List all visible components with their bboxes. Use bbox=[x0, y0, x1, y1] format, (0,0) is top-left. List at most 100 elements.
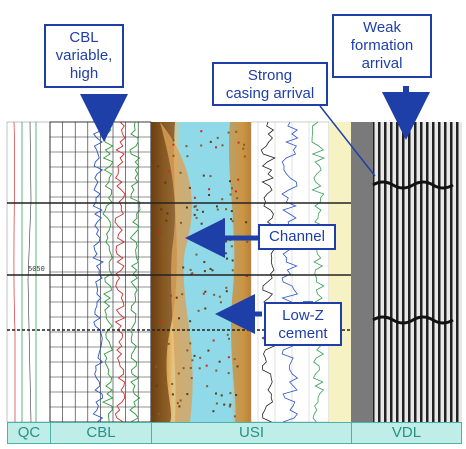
usi-speckle-dot bbox=[195, 216, 198, 219]
usi-speckle-dot bbox=[194, 205, 197, 208]
usi-speckle-dot bbox=[176, 402, 179, 405]
usi-speckle-dot bbox=[229, 180, 231, 183]
usi-speckle-dot bbox=[155, 384, 158, 387]
usi-speckle-dot bbox=[227, 356, 230, 359]
callout-line: cement bbox=[278, 325, 328, 342]
usi-speckle-dot bbox=[228, 405, 231, 408]
usi-speckle-dot bbox=[212, 339, 215, 342]
callout-line: Strong bbox=[247, 67, 293, 84]
usi-speckle-dot bbox=[222, 218, 225, 221]
usi-speckle-dot bbox=[237, 141, 240, 144]
usi-speckle-dot bbox=[242, 147, 245, 150]
callout-line: Channel bbox=[269, 228, 325, 245]
callout-line: formation bbox=[350, 37, 414, 54]
usi-speckle-dot bbox=[178, 317, 180, 320]
usi-speckle-dot bbox=[218, 360, 221, 363]
usi-speckle-dot bbox=[234, 305, 237, 308]
qc-track bbox=[6, 121, 51, 423]
usi-speckle-dot bbox=[180, 221, 182, 224]
usi-speckle-dot bbox=[243, 143, 246, 146]
usi-speckle-dot bbox=[186, 349, 189, 352]
usi-speckle-dot bbox=[195, 253, 198, 256]
usi-speckle-dot bbox=[202, 292, 205, 295]
usi-speckle-dot bbox=[161, 236, 164, 239]
usi-speckle-dot bbox=[225, 286, 228, 289]
callout-line: Low-Z bbox=[282, 307, 324, 324]
usi-speckle-dot bbox=[189, 268, 192, 271]
callout-cbl-variable-high: CBL variable, high bbox=[44, 24, 124, 88]
usi-speckle-dot bbox=[179, 171, 182, 174]
usi-speckle-dot bbox=[186, 393, 189, 396]
usi-speckle-dot bbox=[215, 402, 218, 405]
usi-speckle-dot bbox=[216, 208, 219, 211]
track-label-cbl: CBL bbox=[51, 423, 152, 443]
callout-low-z-cement: Low-Z cement bbox=[264, 302, 342, 346]
usi-speckle-dot bbox=[209, 267, 212, 270]
usi-speckle-dot bbox=[215, 146, 217, 149]
usi-speckle-dot bbox=[199, 356, 202, 359]
usi-speckle-dot bbox=[230, 245, 233, 248]
usi-speckle-dot bbox=[223, 403, 226, 406]
usi-speckle-dot bbox=[185, 145, 188, 148]
usi-speckle-dot bbox=[175, 296, 178, 299]
usi-speckle-dot bbox=[193, 196, 196, 199]
usi-speckle-dot bbox=[189, 320, 192, 323]
usi-speckle-dot bbox=[182, 266, 185, 269]
cbl-curve bbox=[92, 121, 104, 423]
usi-speckle-dot bbox=[160, 208, 163, 211]
usi-speckle-dot bbox=[234, 190, 237, 193]
usi-speckle-dot bbox=[171, 383, 174, 385]
usi-speckle-dot bbox=[198, 367, 201, 370]
callout-strong-casing-arrival: Strong casing arrival bbox=[212, 62, 328, 106]
callout-line: Weak bbox=[362, 19, 402, 36]
usi-speckle-dot bbox=[221, 144, 224, 147]
usi-speckle-dot bbox=[245, 303, 248, 306]
usi-speckle-dot bbox=[216, 136, 219, 139]
cbl-curve bbox=[101, 121, 114, 423]
usi-speckle-dot bbox=[207, 349, 210, 352]
callout-line: arrival bbox=[361, 55, 403, 72]
usi-speckle-dot bbox=[196, 208, 199, 211]
usi-speckle-dot bbox=[165, 219, 168, 222]
usi-speckle-dot bbox=[156, 165, 159, 168]
usi-speckle-dot bbox=[231, 269, 234, 272]
usi-speckle-dot bbox=[200, 130, 203, 133]
usi-speckle-dot bbox=[170, 294, 172, 297]
usi-speckle-dot bbox=[230, 218, 233, 221]
usi-speckle-dot bbox=[218, 295, 221, 298]
usi-speckle-dot bbox=[185, 206, 188, 209]
usi-speckle-dot bbox=[188, 186, 191, 189]
usi-speckle-dot bbox=[190, 377, 193, 380]
usi-speckle-dot bbox=[231, 187, 233, 190]
callout-channel: Channel bbox=[258, 224, 336, 250]
usi-speckle-dot bbox=[235, 130, 238, 133]
callout-line: casing arrival bbox=[225, 85, 315, 102]
usi-speckle-dot bbox=[189, 367, 192, 369]
usi-speckle-dot bbox=[197, 309, 200, 312]
usi-speckle-dot bbox=[221, 198, 224, 201]
usi-speckle-dot bbox=[202, 174, 205, 177]
usi-speckle-dot bbox=[229, 392, 232, 395]
usi-speckle-dot bbox=[202, 210, 204, 213]
usi-speckle-dot bbox=[241, 304, 244, 307]
usi-speckle-dot bbox=[177, 372, 180, 375]
usi-speckle-dot bbox=[208, 188, 211, 191]
usi-speckle-dot bbox=[225, 290, 228, 293]
usi-speckle-dot bbox=[243, 155, 246, 158]
usi-speckle-dot bbox=[204, 307, 207, 310]
callout-line: CBL bbox=[69, 29, 99, 46]
usi-speckle-dot bbox=[213, 293, 216, 296]
usi-speckle-dot bbox=[193, 354, 196, 357]
usi-speckle-dot bbox=[203, 261, 206, 263]
usi-speckle-dot bbox=[236, 197, 239, 200]
cbl-curve bbox=[129, 121, 141, 423]
cbl-curve bbox=[114, 121, 126, 423]
callout-line: high bbox=[69, 65, 99, 82]
track-label-bar: QC CBL USI VDL bbox=[7, 422, 462, 444]
usi-speckle-dot bbox=[231, 259, 234, 262]
usi-speckle-dot bbox=[166, 391, 169, 394]
usi-speckle-dot bbox=[229, 193, 232, 196]
usi-speckle-dot bbox=[204, 290, 207, 293]
track-label-qc: QC bbox=[8, 423, 51, 443]
usi-speckle-dot bbox=[193, 205, 196, 208]
